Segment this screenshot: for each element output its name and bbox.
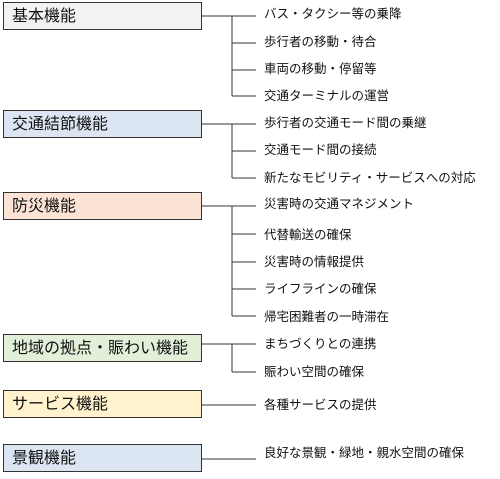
function-item: 歩行者の交通モード間の乗継	[264, 115, 427, 130]
function-item: 賑わい空間の確保	[264, 364, 365, 379]
category-box-basic: 基本機能	[3, 2, 202, 30]
function-item: 各種サービスの提供	[264, 397, 377, 412]
function-item: まちづくりとの連携	[264, 336, 377, 351]
function-item: 新たなモビリティ・サービスへの対応	[264, 170, 476, 185]
category-box-service: サービス機能	[3, 390, 202, 418]
function-item: 交通ターミナルの運営	[264, 88, 390, 103]
function-item: バス・タクシー等の乗降	[264, 6, 402, 21]
function-item: 歩行者の移動・待合	[264, 34, 377, 49]
category-box-transit-node: 交通結節機能	[3, 110, 202, 138]
function-item: 車両の移動・停留等	[264, 61, 377, 76]
function-item: 災害時の交通マネジメント	[264, 196, 415, 211]
category-box-disaster: 防災機能	[3, 192, 202, 220]
function-item: 良好な景観・緑地・親水空間の確保	[264, 445, 465, 460]
function-item: 交通モード間の接続	[264, 142, 377, 157]
category-box-community: 地域の拠点・賑わい機能	[3, 334, 202, 362]
function-item: 帰宅困難者の一時滞在	[264, 309, 390, 324]
function-item: 災害時の情報提供	[264, 254, 365, 269]
function-item: 代替輸送の確保	[264, 227, 352, 242]
function-item: ライフラインの確保	[264, 281, 377, 296]
category-box-landscape: 景観機能	[3, 444, 202, 472]
